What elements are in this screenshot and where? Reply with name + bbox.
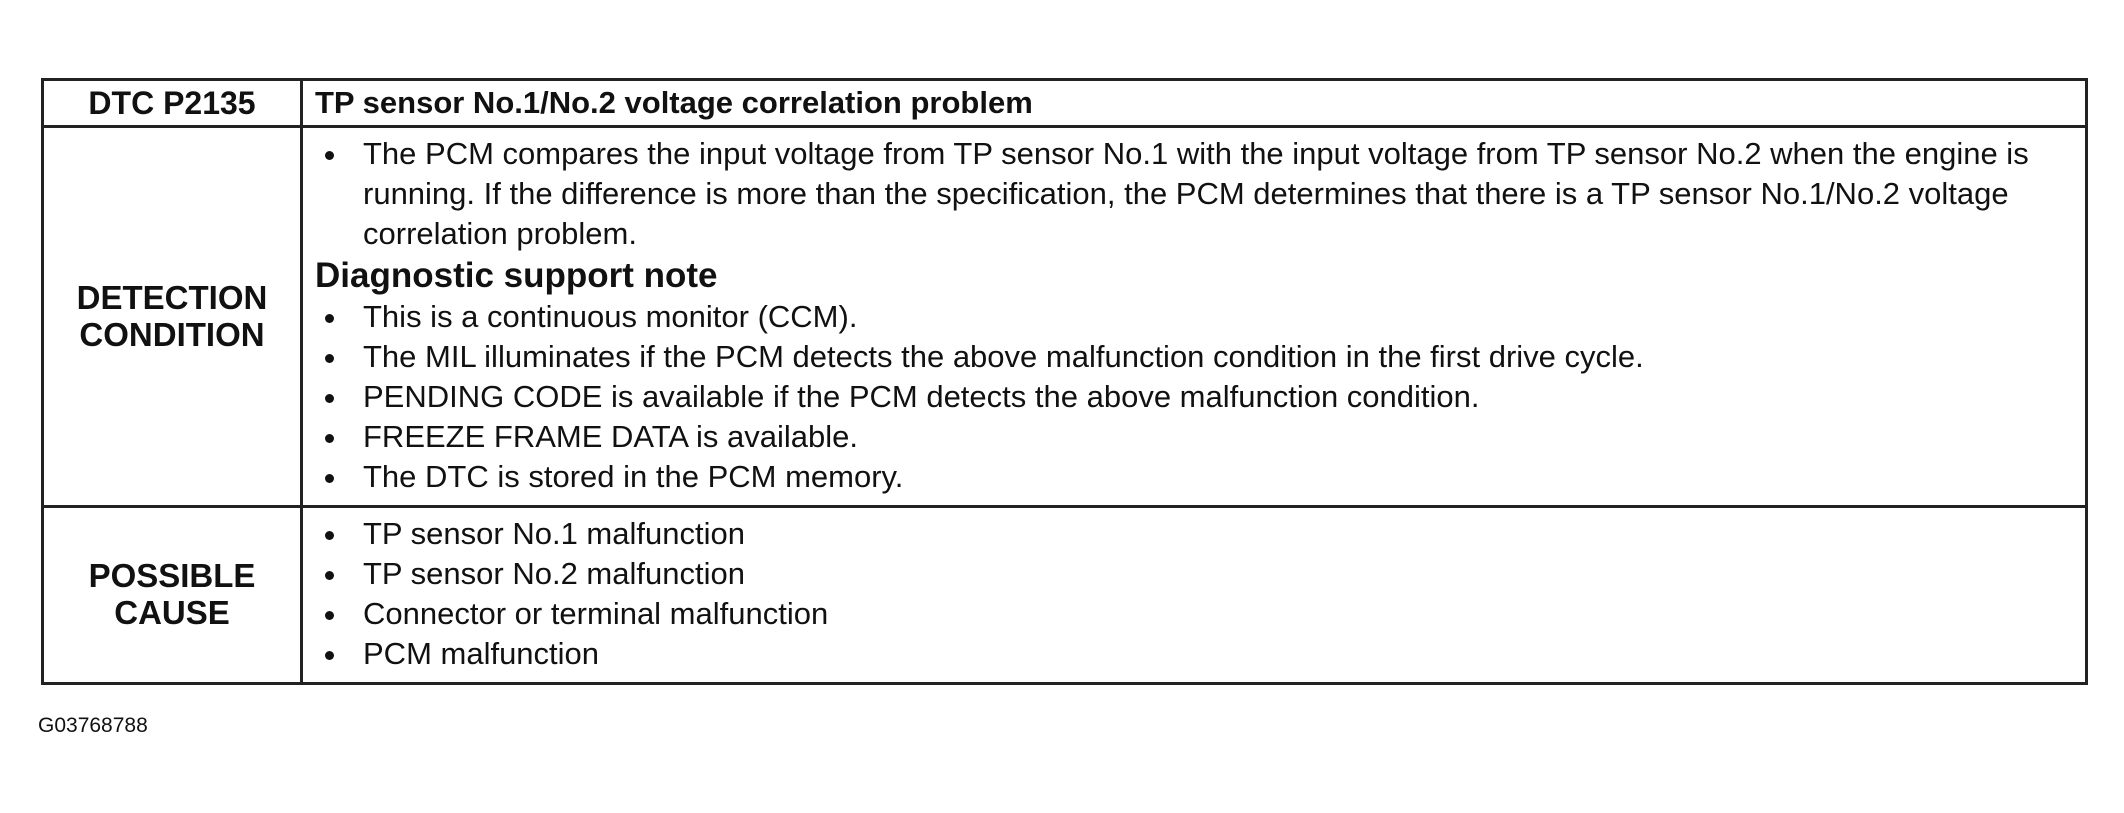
list-item: TP sensor No.2 malfunction <box>315 554 2073 594</box>
bullet-text: The MIL illuminates if the PCM detects t… <box>363 339 1644 374</box>
list-item: FREEZE FRAME DATA is available. <box>315 417 2073 457</box>
list-item: TP sensor No.1 malfunction <box>315 514 2073 554</box>
detection-condition-label: DETECTION CONDITION <box>41 125 303 508</box>
bullet-text: The DTC is stored in the PCM memory. <box>363 459 904 494</box>
bullet-text: FREEZE FRAME DATA is available. <box>363 419 858 454</box>
bullet-icon <box>325 434 334 443</box>
list-item: The PCM compares the input voltage from … <box>315 134 2073 254</box>
list-item: PCM malfunction <box>315 634 2073 674</box>
possible-cause-list: TP sensor No.1 malfunction TP sensor No.… <box>315 514 2073 674</box>
bullet-text: TP sensor No.2 malfunction <box>363 556 745 591</box>
dtc-code: DTC P2135 <box>41 78 303 128</box>
header-row: DTC P2135 TP sensor No.1/No.2 voltage co… <box>41 78 2088 128</box>
figure-id: G03768788 <box>38 714 148 737</box>
diagnostic-support-note-heading: Diagnostic support note <box>315 256 718 295</box>
detection-label-line-2: CONDITION <box>79 315 265 353</box>
bullet-text: Connector or terminal malfunction <box>363 596 829 631</box>
list-item: The MIL illuminates if the PCM detects t… <box>315 337 2073 377</box>
list-item: The DTC is stored in the PCM memory. <box>315 457 2073 497</box>
detection-row: DETECTION CONDITION The PCM compares the… <box>41 125 2088 508</box>
bullet-icon <box>325 571 334 580</box>
cause-label-line-1: POSSIBLE <box>88 557 256 595</box>
cause-label-line-2: CAUSE <box>114 594 230 631</box>
bullet-text: PENDING CODE is available if the PCM det… <box>363 379 1480 414</box>
dtc-table: DTC P2135 TP sensor No.1/No.2 voltage co… <box>41 78 2088 685</box>
bullet-icon <box>325 151 334 160</box>
list-item: PENDING CODE is available if the PCM det… <box>315 377 2073 417</box>
list-item: Connector or terminal malfunction <box>315 594 2073 634</box>
possible-cause-content: TP sensor No.1 malfunction TP sensor No.… <box>300 505 2088 685</box>
bullet-icon <box>325 531 334 540</box>
dtc-title: TP sensor No.1/No.2 voltage correlation … <box>300 78 2088 128</box>
bullet-text: PCM malfunction <box>363 636 600 671</box>
detection-intro-list: The PCM compares the input voltage from … <box>315 134 2073 254</box>
detection-condition-content: The PCM compares the input voltage from … <box>300 125 2088 508</box>
bullet-icon <box>325 651 334 660</box>
bullet-text: This is a continuous monitor (CCM). <box>363 299 858 334</box>
possible-cause-label: POSSIBLE CAUSE <box>41 505 303 685</box>
bullet-icon <box>325 474 334 483</box>
bullet-text: The PCM compares the input voltage from … <box>363 136 2029 251</box>
bullet-text: TP sensor No.1 malfunction <box>363 516 745 551</box>
bullet-icon <box>325 314 334 323</box>
diagnostic-note-list: This is a continuous monitor (CCM). The … <box>315 297 2073 497</box>
bullet-icon <box>325 611 334 620</box>
list-item: This is a continuous monitor (CCM). <box>315 297 2073 337</box>
bullet-icon <box>325 354 334 363</box>
cause-row: POSSIBLE CAUSE TP sensor No.1 malfunctio… <box>41 505 2088 685</box>
bullet-icon <box>325 394 334 403</box>
detection-label-line-1: DETECTION <box>76 278 268 316</box>
